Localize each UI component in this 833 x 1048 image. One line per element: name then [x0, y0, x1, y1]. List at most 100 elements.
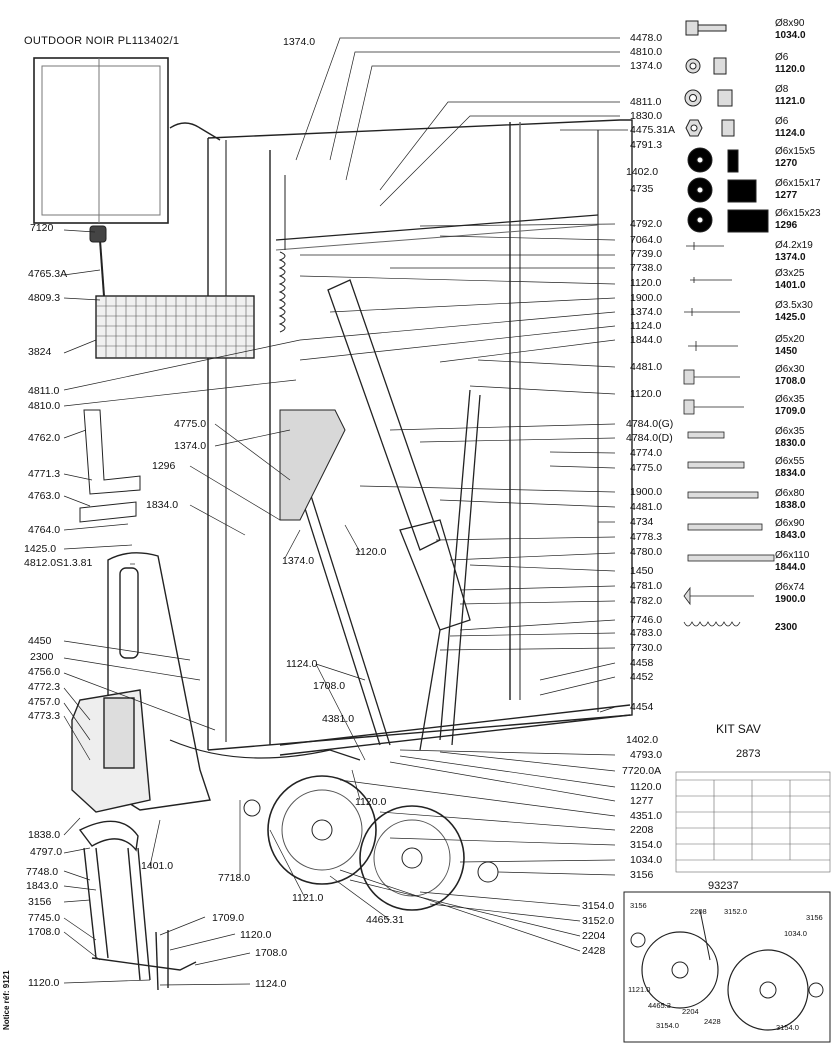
part-callout: 2208 [630, 824, 654, 836]
hardware-spec: Ø6x74 [775, 582, 805, 593]
hardware-spec: Ø8 [775, 84, 789, 95]
hardware-spec: Ø3.5x30 [775, 300, 813, 311]
part-callout: 1034.0 [630, 854, 663, 866]
inset-part-callout: 3156 [806, 913, 823, 922]
hardware-spec: Ø6x15x5 [775, 146, 816, 157]
part-callout: 7730.0 [630, 642, 663, 654]
hardware-icons [683, 20, 775, 627]
part-callout: 4458 [630, 657, 654, 669]
hardware-spec: Ø6x15x23 [775, 208, 821, 219]
wheel-illustration [243, 775, 499, 911]
part-callout: 1900.0 [630, 292, 663, 304]
part-callout: 4454 [630, 701, 654, 713]
part-callout: 7745.0 [28, 912, 61, 924]
part-callout: 1374.0 [630, 60, 663, 72]
inset-part-callout: 3152.0 [724, 907, 747, 916]
inset-kit-code: 93237 [708, 880, 739, 892]
hex-nut-icon [685, 119, 735, 137]
part-callout: 4783.0 [630, 627, 663, 639]
part-callout: 1843.0 [26, 880, 59, 892]
part-callout: 4810.0 [630, 46, 663, 58]
part-callout: 4351.0 [630, 810, 663, 822]
part-callout: 4775.0 [174, 418, 207, 430]
hardware-item: 2300 [678, 622, 833, 644]
rubber-washer-icon [687, 147, 739, 173]
flat-washer-icon [685, 57, 727, 75]
hex-bolt-icon [685, 20, 727, 36]
part-callout: 4478.0 [630, 32, 663, 44]
wood-screw-icon [684, 308, 740, 316]
hardware-code: 1401.0 [775, 280, 806, 291]
inset-part-callout: 4465.3 [648, 1001, 671, 1010]
part-callout: 1374.0 [630, 306, 663, 318]
part-callout: 4774.0 [630, 447, 663, 459]
part-callout: 1374.0 [174, 440, 207, 452]
part-callout: 1838.0 [28, 829, 61, 841]
hardware-spec: Ø6x35 [775, 394, 805, 405]
inset-part-callout: 1121.0 [628, 985, 651, 994]
hardware-code: 1374.0 [775, 252, 806, 263]
part-callout: 1296 [152, 460, 176, 472]
part-callout: 4809.3 [28, 292, 61, 304]
hardware-code: 1844.0 [775, 562, 806, 573]
part-callout: 4812.0S1.3.81 [24, 557, 93, 569]
rubber-washer-icon [687, 177, 757, 203]
part-callout: 4757.0 [28, 696, 61, 708]
hardware-code: 1834.0 [775, 468, 806, 479]
part-callout: 1277 [630, 795, 654, 807]
inset-part-callout: 2204 [682, 1007, 699, 1016]
diagram-title: OUTDOOR NOIR PL113402/1 [24, 35, 180, 47]
part-callout: 4765.3A [28, 268, 68, 280]
hardware-code: 1900.0 [775, 594, 806, 605]
part-callout: 1402.0 [626, 734, 659, 746]
part-callout: 4450 [28, 635, 52, 647]
part-callout: 4475.31A [630, 124, 675, 136]
part-callout: 4775.0 [630, 462, 663, 474]
rubber-washer-icon [687, 207, 769, 233]
part-callout: 4481.0 [630, 501, 663, 513]
hardware-code: 1270 [775, 158, 798, 169]
net-illustration [89, 225, 255, 359]
hardware-code: 1034.0 [775, 30, 806, 41]
hardware-spec: Ø6x15x17 [775, 178, 821, 189]
notice-ref: Notice réf: 9121 [2, 970, 11, 1030]
part-callout: 3152.0 [582, 915, 615, 927]
inset-part-callout: 2428 [704, 1017, 721, 1026]
hardware-code: 1124.0 [775, 128, 806, 139]
part-callout: 7718.0 [218, 872, 251, 884]
part-callout: 1830.0 [630, 110, 663, 122]
part-callout: 1120.0 [240, 929, 272, 941]
part-callout: 4810.0 [28, 400, 61, 412]
hardware-spec: Ø6 [775, 116, 789, 127]
table-frame-illustration [169, 119, 633, 756]
flat-washer-icon [684, 89, 733, 107]
hardware-spec: Ø6 [775, 52, 789, 63]
threaded-rod-icon [687, 491, 759, 499]
hardware-spec: Ø4.2x19 [775, 240, 813, 251]
part-callout: 4756.0 [28, 666, 61, 678]
part-callout: 4481.0 [630, 361, 663, 373]
part-callout: 2300 [30, 651, 54, 663]
hardware-code: 1121.0 [775, 96, 806, 107]
spring-illustration [278, 175, 286, 333]
part-callout: 1401.0 [141, 860, 174, 872]
part-callout: 2428 [582, 945, 606, 957]
inset-part-callout: 1034.0 [784, 929, 807, 938]
hardware-code: 1277 [775, 190, 798, 201]
wood-screw-icon [690, 277, 732, 283]
part-callout: 1124.0 [255, 978, 287, 990]
part-callout: 4734 [630, 516, 654, 528]
hardware-code: 1120.0 [775, 64, 806, 75]
folding-bracket-illustration [279, 409, 346, 521]
countersunk-bolt-icon [683, 586, 754, 606]
part-callout: 1709.0 [212, 912, 245, 924]
threaded-rod-icon [687, 523, 763, 531]
